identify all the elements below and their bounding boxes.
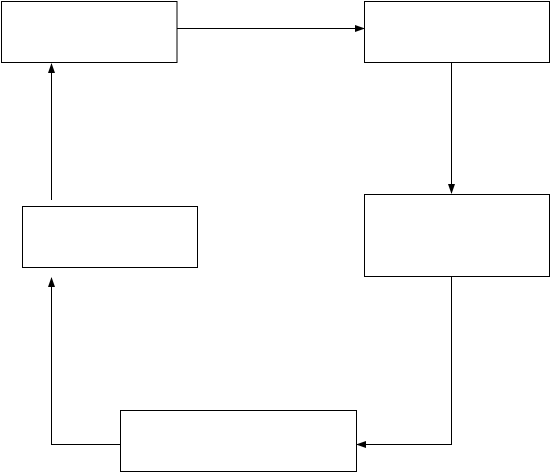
node-middle-right [364,194,550,277]
edge-bottom-center-to-middle-left [48,277,120,445]
node-middle-left [22,206,198,268]
node-middle-left-box [22,206,198,268]
node-top-right [364,1,550,63]
node-top-left-box [1,1,178,63]
node-top-left [1,1,178,63]
edge-middle-right-to-bottom-center [356,277,452,448]
node-bottom-center [120,410,357,472]
node-middle-right-box [364,194,550,277]
node-top-right-box [364,1,550,63]
node-bottom-center-box [120,410,357,472]
connectors [48,25,455,448]
